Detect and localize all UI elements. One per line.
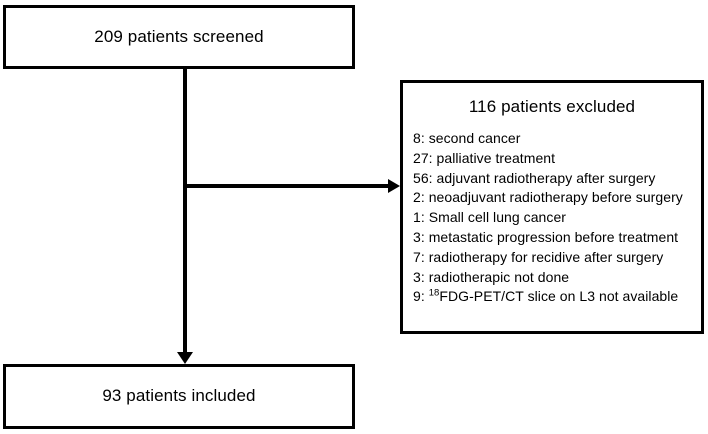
list-item-prefix: 9: <box>413 288 429 305</box>
list-item: 8: second cancer <box>413 130 521 146</box>
list-item-suffix: FDG-PET/CT slice on L3 not available <box>439 288 679 305</box>
box-screened-label: 209 patients screened <box>94 26 264 46</box>
arrowhead-right-icon <box>388 179 400 193</box>
list-item: 56: adjuvant radiotherapy after surgery <box>413 169 656 186</box>
box-patients-screened: 209 patients screened <box>3 5 355 69</box>
box-patients-excluded: 116 patients excluded 8: second cancer 2… <box>400 80 704 334</box>
box-included-label: 93 patients included <box>102 386 256 406</box>
list-item: 27: palliative treatment <box>413 149 556 166</box>
list-item: 7: radiotherapy for recidive after surge… <box>413 248 664 265</box>
excluded-reasons-list: 8: second cancer 27: palliative treatmen… <box>403 129 701 307</box>
box-excluded-title: 116 patients excluded <box>468 97 636 116</box>
connector-horizontal-line <box>183 184 393 188</box>
list-item-fdg-pet: 9: 18FDG-PET/CT slice on L3 not availabl… <box>413 287 701 307</box>
isotope-superscript: 18 <box>428 287 440 299</box>
list-item: 2: neoadjuvant radiotherapy before surge… <box>413 189 683 206</box>
list-item: 3: radiotherapic not done <box>413 268 570 285</box>
connector-vertical-line <box>183 69 187 355</box>
box-patients-included: 93 patients included <box>3 364 355 429</box>
list-item: 3: metastatic progression before treatme… <box>413 228 679 245</box>
list-item: 1: Small cell lung cancer <box>413 209 566 226</box>
arrowhead-down-icon <box>177 352 193 364</box>
